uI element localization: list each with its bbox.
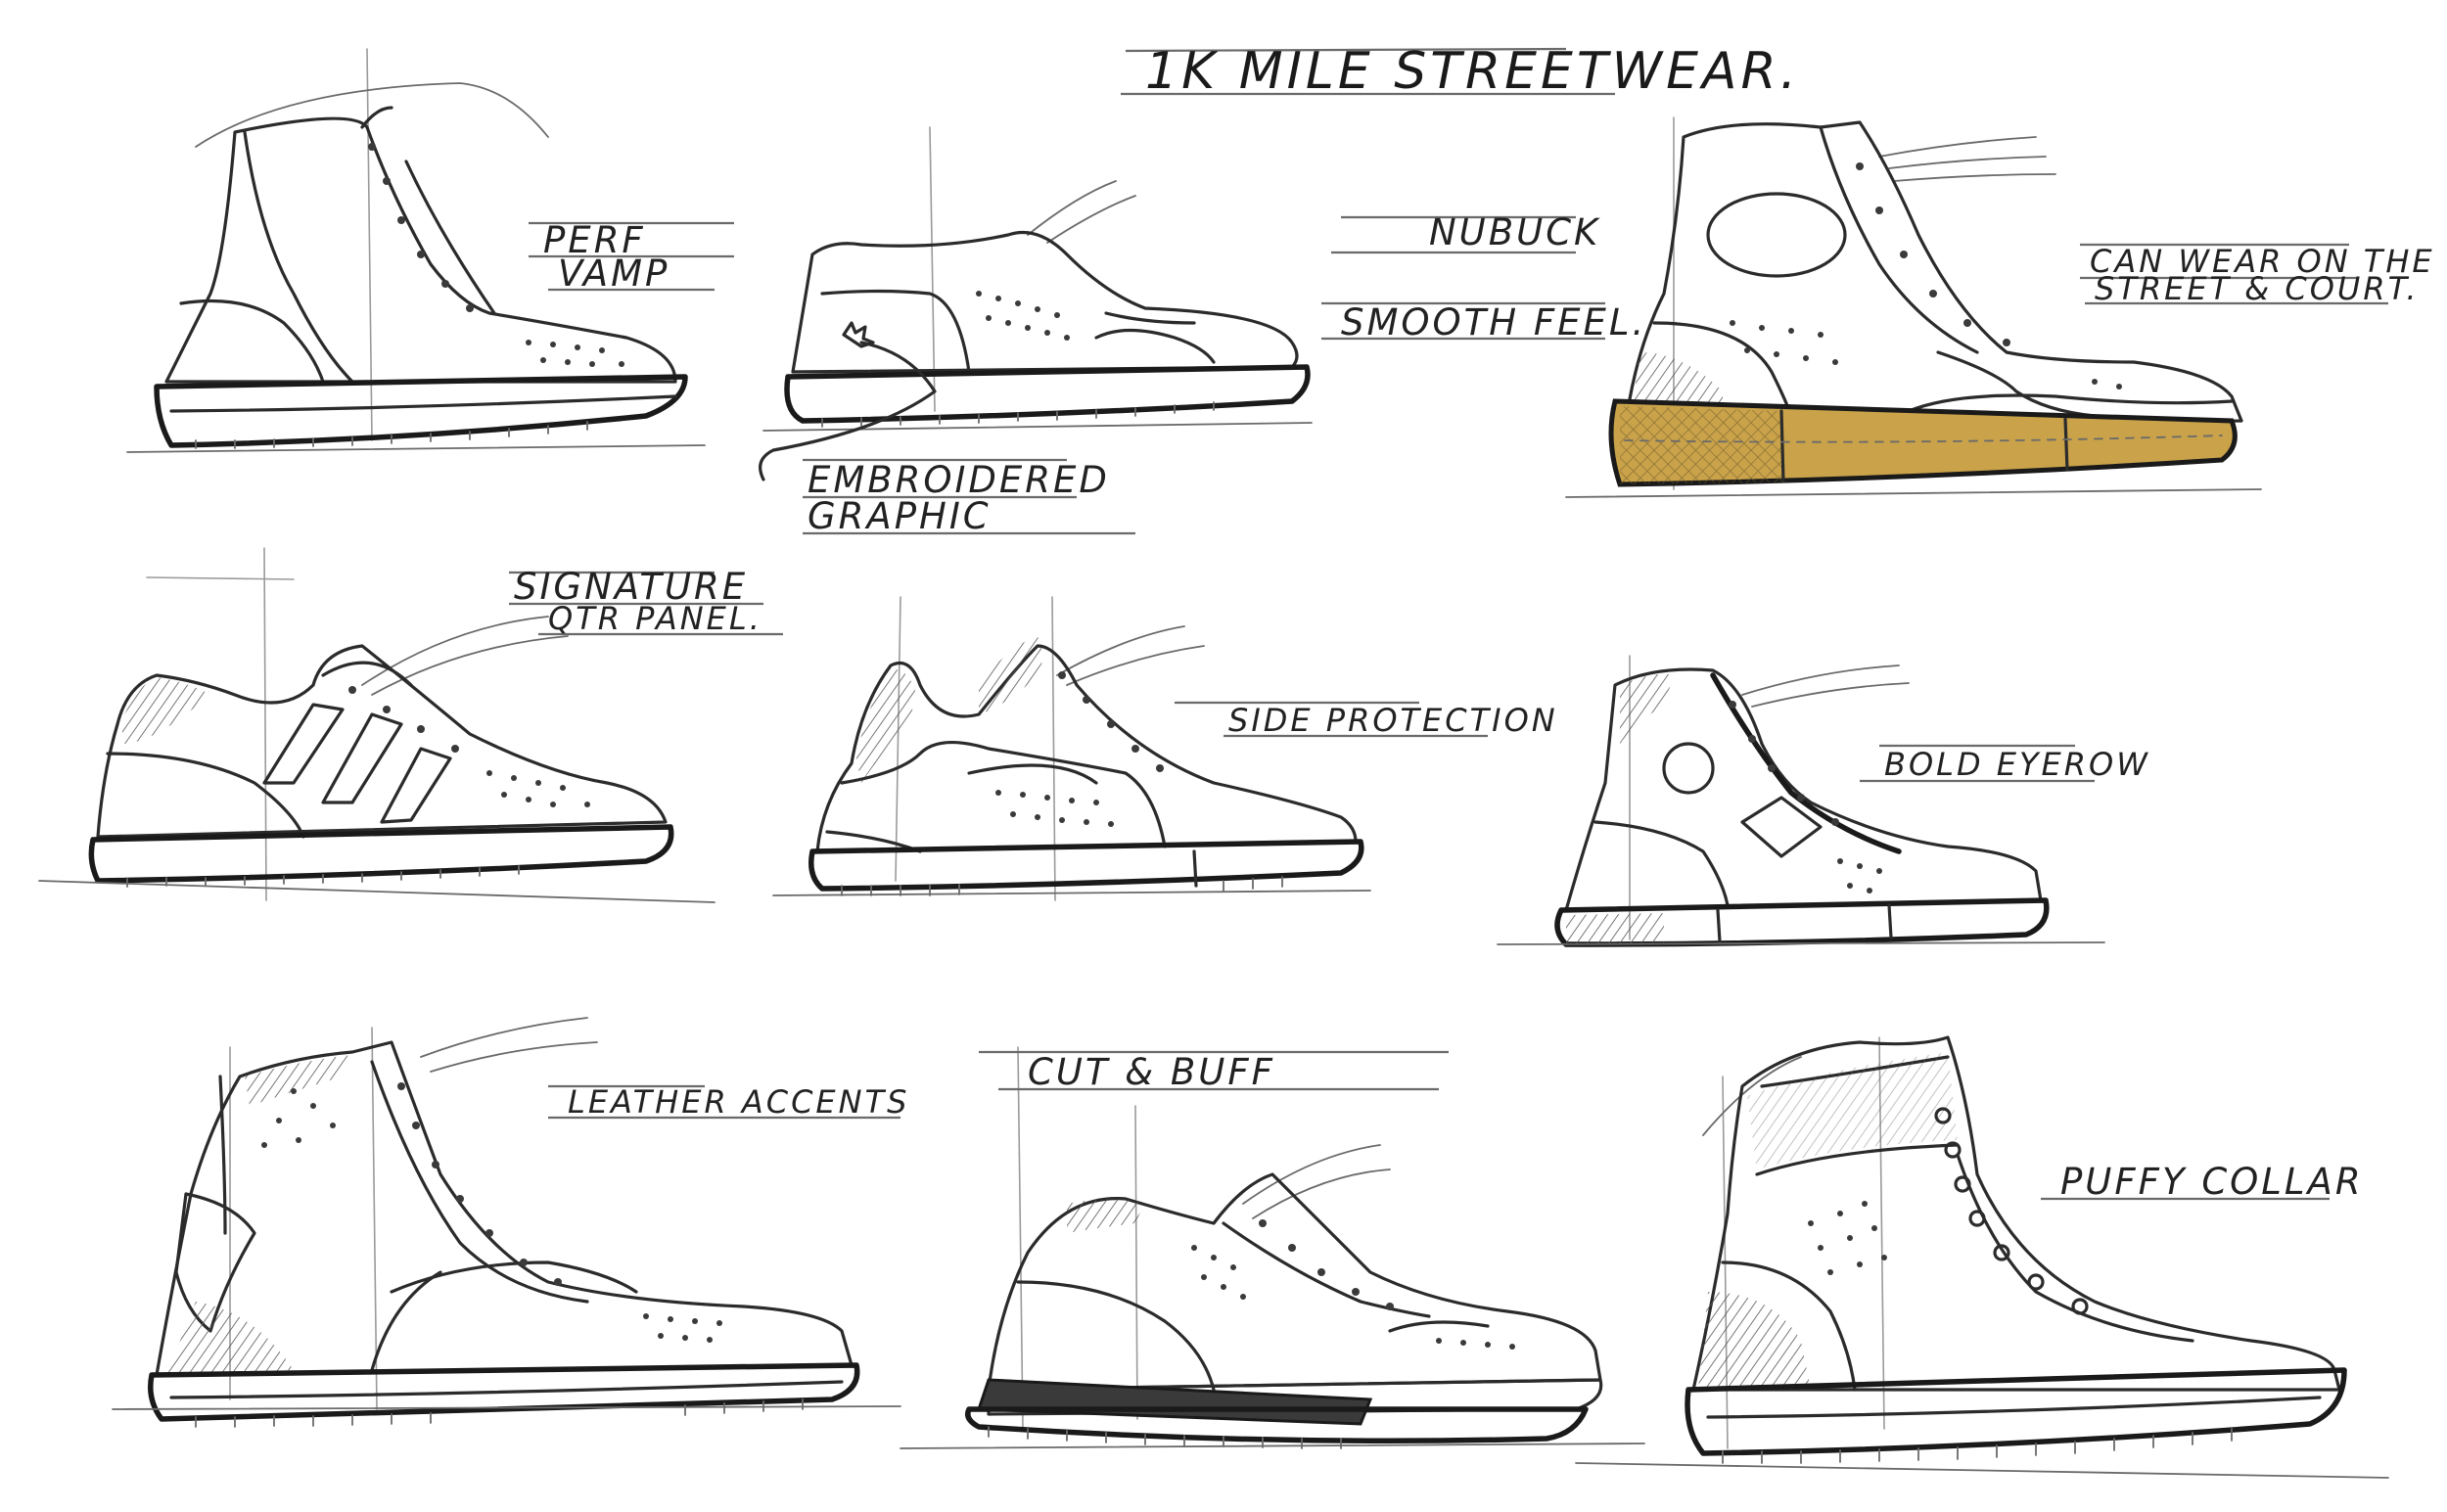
label-perf: PERF xyxy=(543,219,646,261)
label-side-protection: SIDE PROTECTION xyxy=(1228,702,1558,739)
eyelets xyxy=(348,686,459,753)
page-title: 1K MILE STREETWEAR. xyxy=(1145,42,1800,101)
label-bold-eyerow: BOLD EYEROW xyxy=(1884,746,2150,783)
perf-holes xyxy=(1837,858,1882,893)
eyelets xyxy=(1934,1107,2089,1315)
eyelets xyxy=(1856,162,2010,346)
perf-holes xyxy=(976,291,1070,341)
perf-holes xyxy=(1808,1201,1887,1275)
sketch-signature-qtr-panel xyxy=(38,547,716,903)
callout-nubuck: NUBUCK xyxy=(1331,211,1600,254)
hatched-sole xyxy=(1554,897,2050,947)
sketch-side-protection xyxy=(772,596,1371,901)
sketch-cut-buff xyxy=(900,1046,1645,1449)
callout-perf-vamp: PERF VAMP xyxy=(529,219,734,295)
eyelets xyxy=(1058,671,1164,772)
label-street-court: STREET & COURT. xyxy=(2095,270,2419,307)
callout-bold-eyerow: BOLD EYEROW xyxy=(1860,744,2150,783)
embroidered-star-icon xyxy=(842,321,875,348)
label-graphic: GRAPHIC xyxy=(808,495,992,537)
callout-side-protection: SIDE PROTECTION xyxy=(1175,701,1558,739)
label-cut-buff: CUT & BUFF xyxy=(1028,1051,1275,1093)
eyelets xyxy=(1729,701,1839,826)
callout-signature-qtr: SIGNATURE QTR PANEL. xyxy=(509,566,783,637)
eyelets xyxy=(368,143,474,312)
label-nubuck: NUBUCK xyxy=(1429,211,1600,253)
callout-puffy-collar: PUFFY COLLAR xyxy=(2041,1161,2364,1203)
label-qtr-panel: QTR PANEL. xyxy=(548,600,762,637)
perf-holes xyxy=(995,790,1114,827)
callout-embroidered-graphic: EMBROIDERED GRAPHIC xyxy=(803,458,1135,537)
sketch-low-sneaker-embroidered xyxy=(759,126,1313,481)
perf-holes xyxy=(1730,320,2122,389)
callout-can-wear: CAN WEAR ON THE STREET & COURT. xyxy=(2080,243,2435,307)
callout-cut-buff: CUT & BUFF xyxy=(979,1050,1449,1093)
sketch-puffy-collar xyxy=(1575,1035,2389,1479)
dark-midsole xyxy=(976,1378,1373,1426)
sketch-leather-accents xyxy=(112,1017,901,1428)
label-smooth-feel: SMOOTH FEEL. xyxy=(1341,301,1646,344)
perf-holes xyxy=(526,340,624,367)
eyelets xyxy=(397,1082,562,1286)
label-vamp: VAMP xyxy=(558,252,669,295)
label-embroidered: EMBROIDERED xyxy=(808,459,1110,501)
perf-holes xyxy=(261,1088,722,1343)
title-block: 1K MILE STREETWEAR. xyxy=(1121,42,1800,101)
eyelets xyxy=(1259,1219,1394,1310)
sketch-high-boot-perf-vamp xyxy=(126,48,706,453)
label-can-wear: CAN WEAR ON THE xyxy=(2090,243,2435,280)
label-signature: SIGNATURE xyxy=(514,566,748,608)
sketch-hi-top-tan-sole xyxy=(1565,116,2262,498)
sketch-bold-eyerow xyxy=(1497,655,2105,947)
label-leather-accents: LEATHER ACCENTS xyxy=(568,1083,909,1121)
callout-smooth-feel: SMOOTH FEEL. xyxy=(1321,301,1646,344)
perf-holes xyxy=(1191,1245,1515,1350)
label-puffy-collar: PUFFY COLLAR xyxy=(2060,1161,2364,1203)
callout-leather-accents: LEATHER ACCENTS xyxy=(548,1083,909,1121)
perf-holes xyxy=(486,770,590,807)
